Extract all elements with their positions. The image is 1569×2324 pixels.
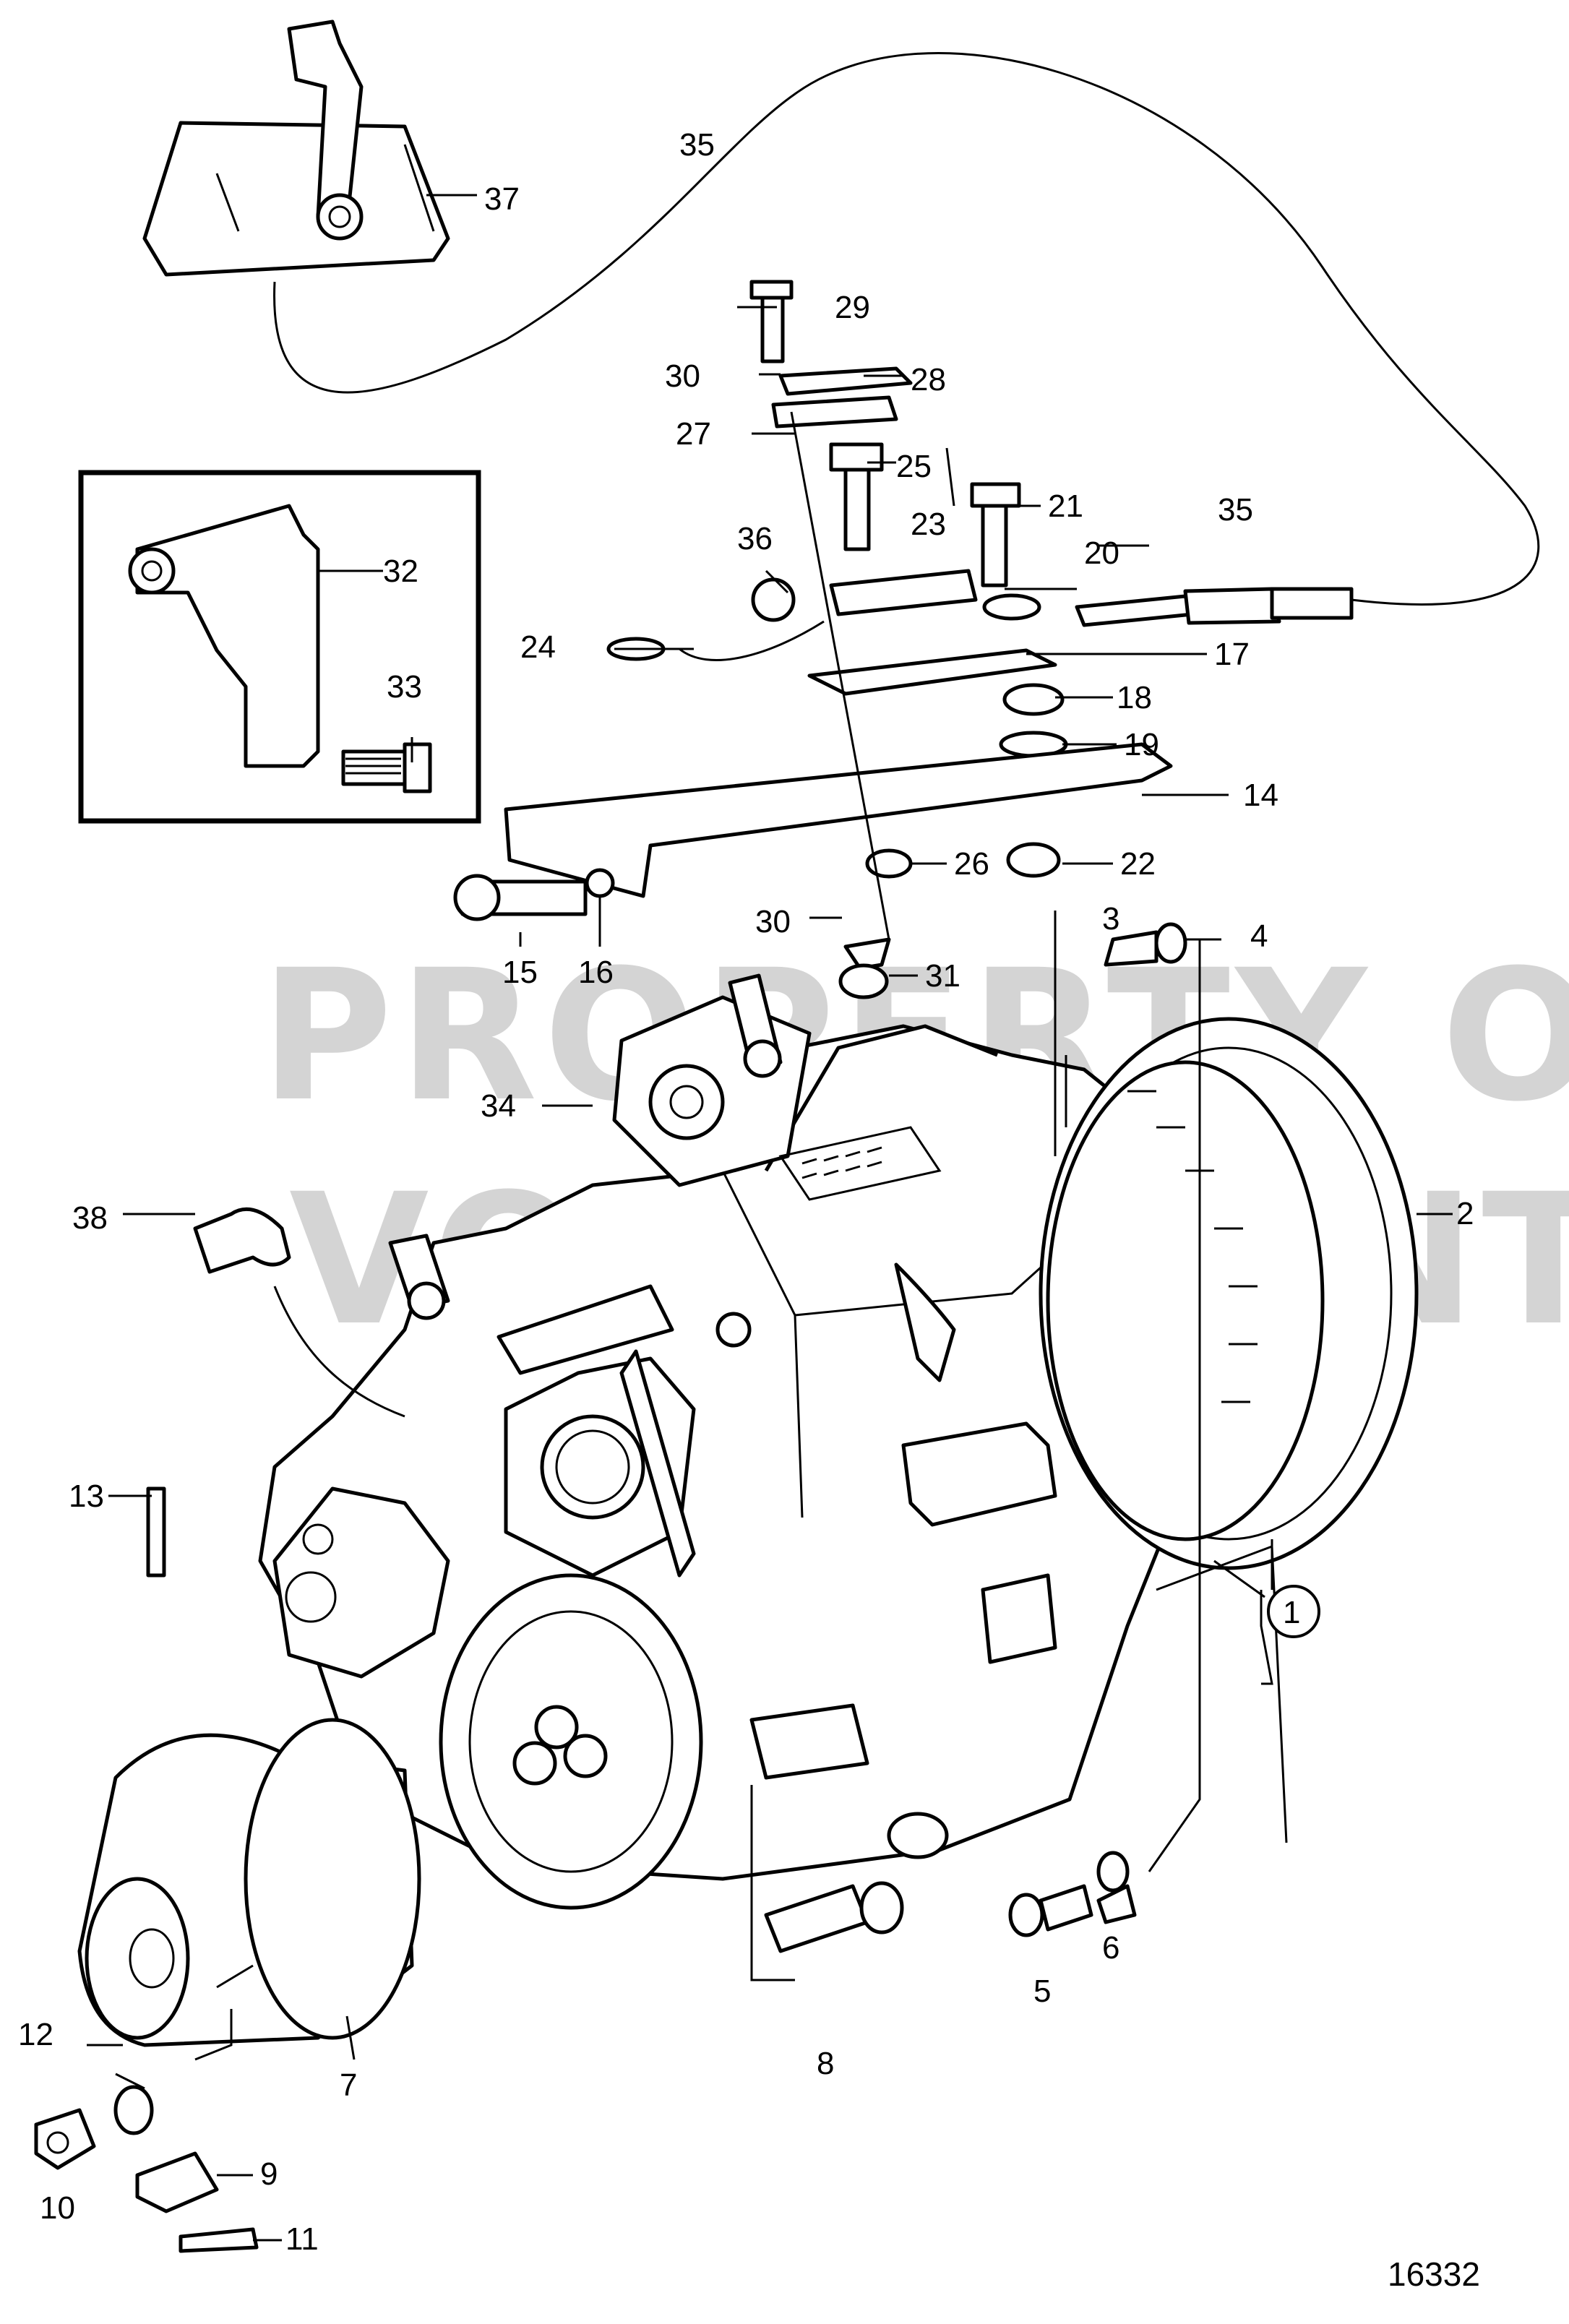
callout-5: 5 bbox=[1033, 1974, 1051, 2009]
callout-19: 19 bbox=[1124, 727, 1159, 762]
loose-hardware bbox=[34, 1207, 1137, 2253]
callout-13: 13 bbox=[69, 1479, 104, 1514]
callout-3: 3 bbox=[1102, 901, 1119, 937]
callout-26: 26 bbox=[954, 846, 989, 882]
callout-11: 11 bbox=[285, 2221, 319, 2257]
callout-4: 4 bbox=[1250, 918, 1268, 954]
callout-35-upper: 35 bbox=[679, 127, 715, 163]
callout-21: 21 bbox=[1048, 489, 1083, 524]
callout-22: 22 bbox=[1120, 846, 1156, 882]
inset-lever-detail bbox=[78, 470, 481, 824]
callout-17: 17 bbox=[1214, 637, 1250, 672]
callout-9: 9 bbox=[260, 2156, 278, 2192]
callout-29: 29 bbox=[835, 290, 870, 325]
callout-27: 27 bbox=[676, 416, 711, 452]
callout-30-upper: 30 bbox=[665, 358, 700, 394]
callout-25: 25 bbox=[896, 449, 932, 484]
callout-1: 1 bbox=[1283, 1595, 1300, 1630]
control-lever-box bbox=[142, 20, 450, 277]
propeller-coupling bbox=[77, 1486, 421, 2047]
callout-35-right: 35 bbox=[1218, 492, 1253, 528]
callout-23: 23 bbox=[911, 507, 946, 542]
callout-16: 16 bbox=[578, 955, 614, 990]
callout-28: 28 bbox=[911, 362, 946, 397]
leader-lines bbox=[87, 194, 1453, 2242]
callout-2: 2 bbox=[1456, 1196, 1474, 1231]
figure-number: 16332 bbox=[1388, 2255, 1480, 2293]
callout-31: 31 bbox=[925, 958, 960, 994]
callout-18: 18 bbox=[1117, 680, 1152, 715]
callout-14: 14 bbox=[1243, 778, 1278, 813]
callout-10: 10 bbox=[40, 2190, 75, 2226]
cable-end-fitting bbox=[1075, 594, 1195, 627]
callout-36: 36 bbox=[737, 521, 773, 556]
control-cable bbox=[273, 51, 1540, 606]
callout-20: 20 bbox=[1084, 535, 1119, 571]
output-flange bbox=[439, 1573, 703, 1910]
callout-1-circle bbox=[1267, 1585, 1320, 1638]
linkage-parts bbox=[453, 280, 1187, 999]
flywheel-housing-ring bbox=[1039, 1017, 1419, 1570]
callout-38: 38 bbox=[72, 1200, 108, 1236]
callout-7: 7 bbox=[340, 2067, 357, 2103]
callout-labels: 1 2 3 4 5 6 7 8 9 10 11 12 13 14 15 16 1… bbox=[18, 127, 1474, 2257]
callout-15: 15 bbox=[502, 955, 538, 990]
callout-32: 32 bbox=[383, 554, 418, 589]
callout-6: 6 bbox=[1102, 1930, 1119, 1966]
callout-37: 37 bbox=[484, 181, 520, 217]
callout-30-lower: 30 bbox=[755, 904, 791, 939]
callout-12: 12 bbox=[18, 2017, 53, 2052]
callout-34: 34 bbox=[481, 1088, 516, 1124]
callout-33: 33 bbox=[387, 669, 422, 705]
callout-24: 24 bbox=[520, 629, 556, 665]
callout-8: 8 bbox=[817, 2046, 834, 2081]
